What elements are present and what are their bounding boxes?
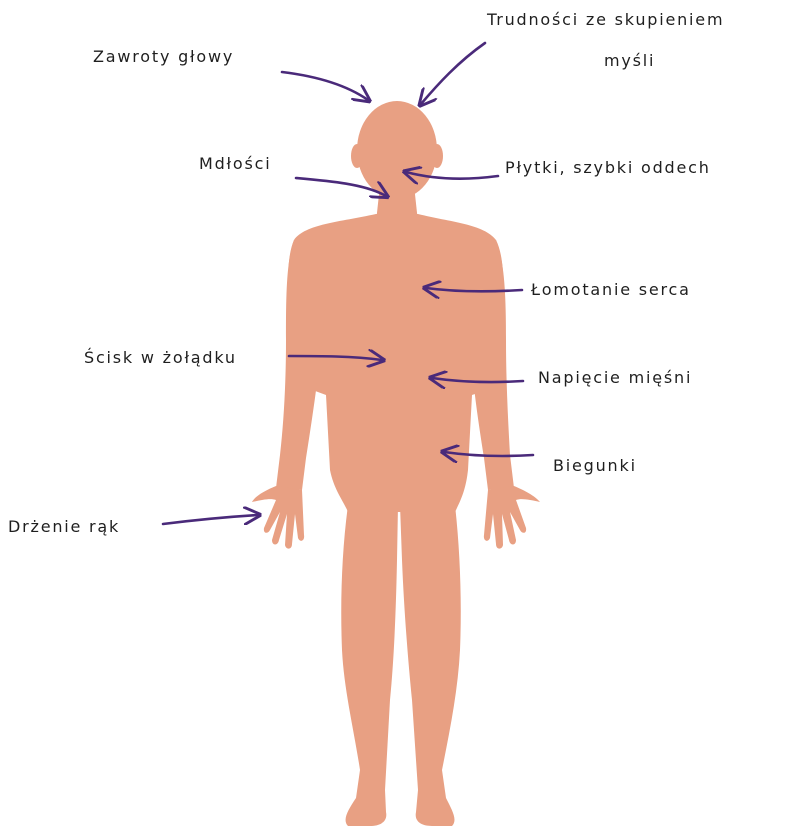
label-diarrhea: Biegunki xyxy=(553,456,637,476)
label-stomach: Ścisk w żołądku xyxy=(84,348,237,368)
left-hand xyxy=(252,486,304,549)
arrow-concentration xyxy=(421,43,485,104)
torso xyxy=(288,214,503,512)
right-hand xyxy=(484,486,540,549)
head xyxy=(357,101,437,199)
left-leg xyxy=(341,505,398,826)
label-nausea: Mdłości xyxy=(199,154,271,174)
label-heart: Łomotanie serca xyxy=(531,280,691,300)
right-leg xyxy=(400,505,461,826)
label-concentration-line2: myśli xyxy=(604,51,655,71)
left-ear xyxy=(351,144,363,168)
label-dizziness: Zawroty głowy xyxy=(93,47,234,67)
arrow-dizziness xyxy=(282,72,368,100)
label-muscles: Napięcie mięśni xyxy=(538,368,692,388)
label-breathing: Płytki, szybki oddech xyxy=(505,158,711,178)
human-silhouette xyxy=(252,101,540,826)
label-concentration-line1: Trudności ze skupieniem xyxy=(487,10,724,30)
label-tremor: Drżenie rąk xyxy=(8,517,120,537)
right-ear xyxy=(431,144,443,168)
arrow-tremor xyxy=(163,515,258,524)
